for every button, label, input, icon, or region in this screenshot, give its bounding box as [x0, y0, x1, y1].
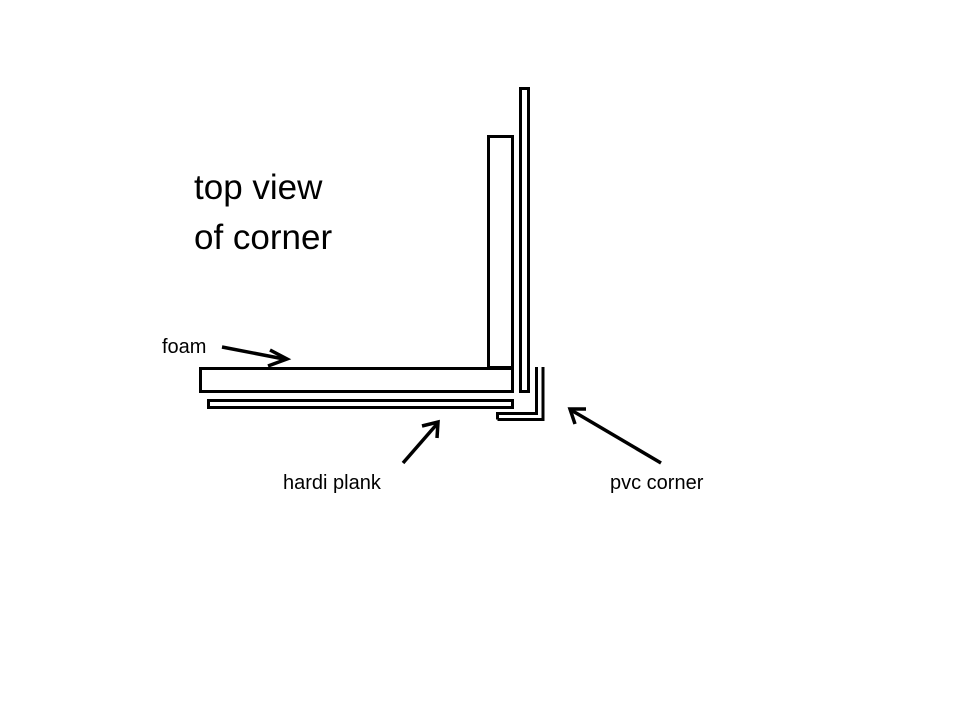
hardi-plank-label: hardi plank	[283, 472, 381, 494]
pvc-corner-arrow-icon	[567, 407, 662, 465]
title-line-2: of corner	[194, 218, 333, 257]
foam-label: foam	[162, 336, 207, 358]
horizontal-hardi-plank	[207, 399, 514, 409]
vertical-foam-board	[487, 135, 514, 369]
pvc-corner-label: pvc corner	[610, 472, 704, 494]
hardi-plank-arrow-icon	[401, 419, 440, 465]
foam-arrow-icon	[221, 345, 292, 368]
title-line-1: top view	[194, 168, 323, 207]
pvc-corner-shape	[496, 367, 545, 421]
diagram-title: top view of corner	[194, 163, 332, 263]
horizontal-foam-board	[199, 367, 514, 393]
vertical-hardi-plank	[519, 87, 530, 393]
